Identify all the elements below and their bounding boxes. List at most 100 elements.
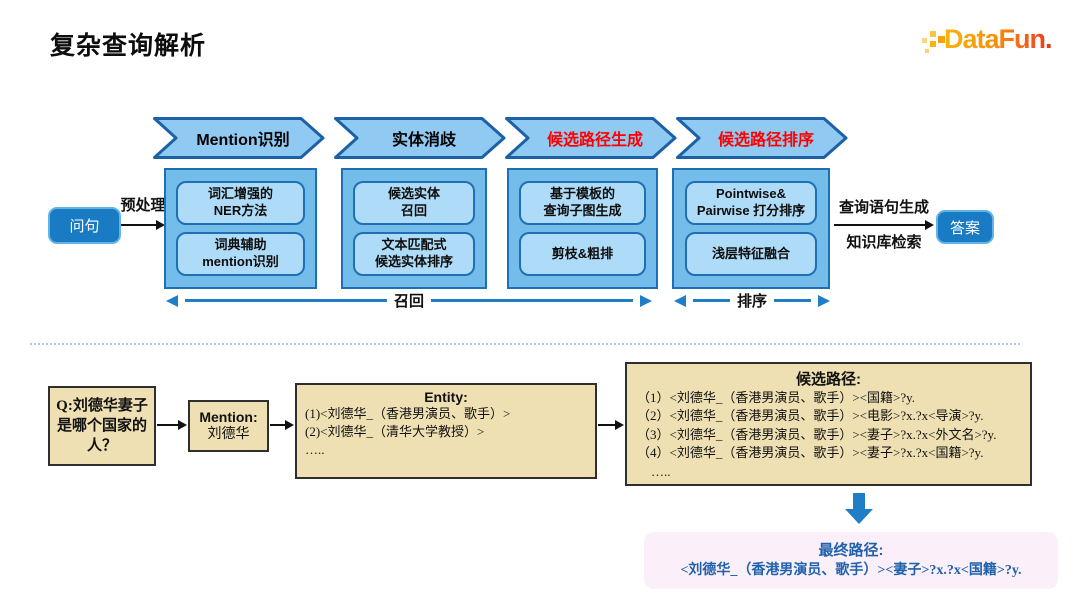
query-generation-label: 查询语句生成 — [838, 199, 929, 216]
logo-pixel — [930, 41, 936, 47]
arrow-head-icon — [285, 420, 294, 430]
example-arrow-2 — [270, 420, 294, 430]
chevron-label: 实体消歧 — [391, 132, 456, 149]
preprocess-label: 预处理 — [120, 197, 166, 214]
example-arrow-3 — [598, 420, 624, 430]
final-path-title: 最终路径: — [818, 542, 884, 560]
question-node-label: 问句 — [69, 218, 100, 235]
method-line: NER方法 — [213, 203, 268, 218]
final-path-box: 最终路径: <刘德华_（香港男演员、歌手）><妻子>?x.?x<国籍>?y. — [644, 532, 1058, 589]
logo-pixel — [922, 38, 927, 43]
question-text: Q:刘德华妻子是哪个国家的人？ — [56, 397, 148, 455]
entity-title: Entity: — [424, 389, 468, 405]
method-box: 候选实体 召回 — [352, 181, 476, 225]
datafun-logo: DataFun. — [922, 24, 1067, 62]
method-line: Pairwise 打分排序 — [696, 203, 806, 218]
answer-node: 答案 — [936, 210, 994, 244]
logo-pixel — [930, 31, 936, 37]
arrow-head-icon — [845, 509, 873, 524]
logo-pixel — [938, 36, 945, 43]
recall-label: 召回 — [394, 293, 425, 310]
method-box: 剪枝&粗排 — [519, 232, 646, 276]
chevron-label: 候选路径排序 — [717, 132, 814, 149]
stage-path-ranking: Pointwise& Pairwise 打分排序 浅层特征融合 — [672, 168, 830, 289]
method-line: 查询子图生成 — [543, 203, 622, 218]
page-title: 复杂查询解析 — [50, 32, 207, 60]
arrow-head-icon — [178, 420, 187, 430]
chevron-mention: Mention识别 — [153, 117, 325, 159]
arrow-line — [834, 224, 925, 226]
rank-label: 排序 — [737, 293, 768, 310]
method-line: mention识别 — [202, 254, 279, 269]
answer-node-label: 答案 — [949, 219, 980, 237]
arrow-right-icon — [640, 294, 653, 307]
arrow-line — [270, 424, 285, 426]
method-line: 剪枝&粗排 — [551, 245, 614, 261]
path-item: （1）<刘德华_（香港男演员、歌手）><国籍>?y. — [637, 390, 916, 405]
section-divider — [30, 343, 1020, 345]
arrow-right-icon — [818, 294, 831, 307]
method-line: 基于模板的 — [549, 186, 615, 202]
candidate-paths-title: 候选路径: — [796, 371, 861, 388]
chevron-disambiguation: 实体消歧 — [334, 117, 506, 159]
entity-box: Entity: (1)<刘德华_（香港男演员、歌手）> (2)<刘德华_（清华大… — [295, 383, 597, 479]
recall-span-arrow: 召回 — [166, 290, 653, 311]
chevron-shape — [505, 117, 677, 159]
mention-value: 刘德华 — [207, 427, 250, 442]
path-item: （3）<刘德华_（香港男演员、歌手）><妻子>?x.?x<外文名>?y. — [637, 426, 997, 442]
arrow-line — [121, 224, 156, 226]
question-box: Q:刘德华妻子是哪个国家的人？ — [48, 386, 156, 466]
down-arrow-icon — [845, 493, 873, 524]
method-box: 浅层特征融合 — [684, 232, 818, 276]
method-line: 召回 — [400, 203, 427, 218]
chevron-path-ranking: 候选路径排序 — [676, 117, 848, 159]
method-line: 候选实体排序 — [374, 254, 453, 269]
chevron-label: Mention识别 — [196, 132, 290, 149]
arrow-line — [185, 299, 387, 302]
stage-disambiguation: 候选实体 召回 文本匹配式 候选实体排序 — [341, 168, 487, 289]
stage-path-generation: 基于模板的 查询子图生成 剪枝&粗排 — [507, 168, 658, 289]
mention-box: Mention: 刘德华 — [188, 400, 269, 452]
arrow-left-icon — [166, 294, 178, 307]
entity-item: (1)<刘德华_（香港男演员、歌手）> — [305, 406, 511, 421]
chevron-shape — [334, 117, 506, 159]
final-path-value: <刘德华_（香港男演员、歌手）><妻子>?x.?x<国籍>?y. — [680, 563, 1022, 579]
entity-item: ….. — [305, 442, 325, 458]
method-box: 词典辅助 mention识别 — [176, 232, 305, 276]
path-item: （2）<刘德华_（香港男演员、歌手）><电影>?x.?x<导演>?y. — [637, 408, 984, 424]
method-line: 词典辅助 — [214, 237, 267, 253]
arrow-line — [598, 424, 615, 426]
arrow-head-icon — [925, 220, 934, 230]
arrow-shaft — [853, 493, 865, 509]
arrow-line — [157, 424, 178, 426]
stage-mention: 词汇增强的 NER方法 词典辅助 mention识别 — [164, 168, 317, 289]
method-line: Pointwise& — [715, 186, 787, 202]
arrow-line — [693, 299, 730, 302]
entity-item: (2)<刘德华_（清华大学教授）> — [305, 424, 485, 440]
answer-arrow — [834, 220, 934, 230]
method-box: Pointwise& Pairwise 打分排序 — [684, 181, 818, 225]
example-arrow-1 — [157, 420, 187, 430]
kb-retrieval-label: 知识库检索 — [846, 234, 922, 251]
arrow-head-icon — [615, 420, 624, 430]
arrow-left-icon — [674, 294, 686, 307]
preprocess-arrow — [121, 220, 165, 230]
chevron-shape — [676, 117, 848, 159]
method-box: 文本匹配式 候选实体排序 — [352, 232, 476, 276]
logo-text: DataFun. — [944, 24, 1053, 54]
arrow-line — [431, 299, 634, 302]
chevron-label: 候选路径生成 — [546, 132, 643, 149]
rank-span-arrow: 排序 — [674, 290, 831, 311]
method-box: 基于模板的 查询子图生成 — [519, 181, 646, 225]
method-line: 浅层特征融合 — [711, 245, 790, 261]
chevron-shape — [153, 117, 325, 159]
method-line: 词汇增强的 — [207, 186, 273, 202]
method-box: 词汇增强的 NER方法 — [176, 181, 305, 225]
path-item: ….. — [651, 463, 671, 479]
candidate-paths-box: 候选路径: （1）<刘德华_（香港男演员、歌手）><国籍>?y. （2）<刘德华… — [625, 362, 1032, 486]
arrow-head-icon — [156, 220, 165, 230]
mention-title: Mention: — [199, 408, 258, 425]
path-item: （4）<刘德华_（香港男演员、歌手）><妻子>?x.?x<国籍>?y. — [637, 445, 984, 461]
question-node: 问句 — [48, 207, 121, 244]
